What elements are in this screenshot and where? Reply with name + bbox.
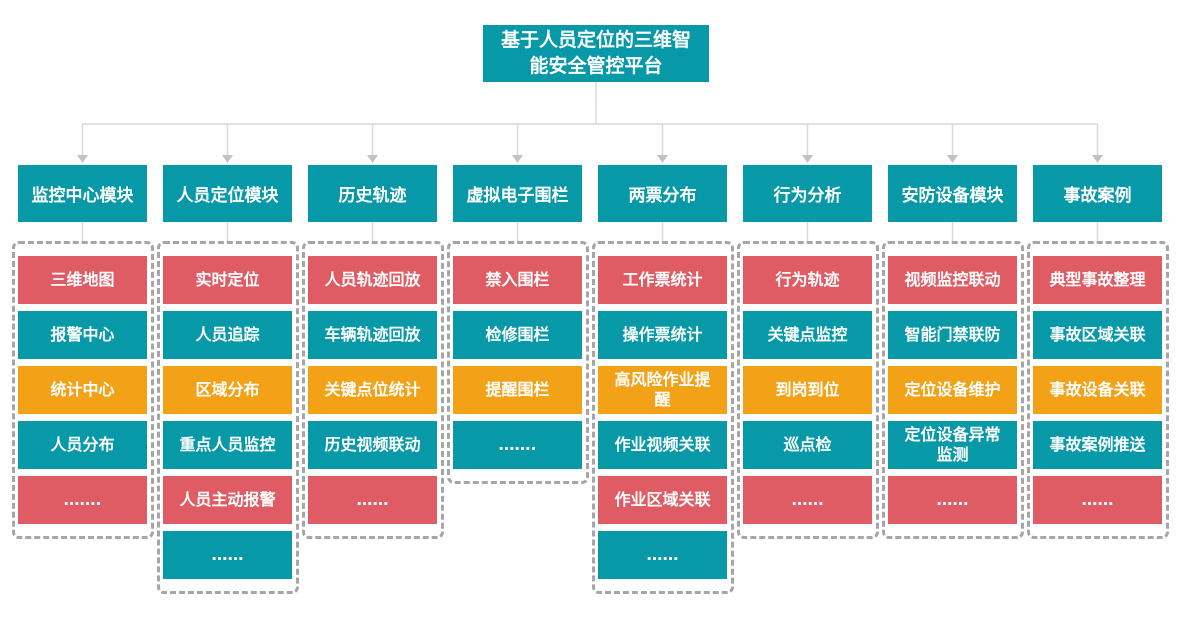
feature-item: 事故设备关联 (1033, 366, 1162, 414)
feature-item: …… (1033, 476, 1162, 524)
module-panel: 视频监控联动 智能门禁联防 定位设备维护 定位设备异常监测 …… (881, 241, 1024, 539)
module-panel: 实时定位 人员追踪 区域分布 重点人员监控 人员主动报警 …… (156, 241, 299, 594)
feature-item: 车辆轨迹回放 (308, 311, 437, 359)
module-panel: 行为轨迹 关键点监控 到岗到位 巡点检 …… (736, 241, 879, 539)
feature-item: 事故案例推送 (1033, 421, 1162, 469)
feature-item: 操作票统计 (598, 311, 727, 359)
diagram-root-node: 基于人员定位的三维智能安全管控平台 (483, 25, 709, 82)
feature-item: 工作票统计 (598, 256, 727, 304)
module-header-1: 人员定位模块 (163, 165, 292, 222)
feature-item: …… (743, 476, 872, 524)
module-column: 人员定位模块 实时定位 人员追踪 区域分布 重点人员监控 人员主动报警 …… (155, 165, 300, 594)
feature-item: ……. (18, 476, 147, 524)
module-panel: 三维地图 报警中心 统计中心 人员分布 ……. (11, 241, 154, 539)
feature-item: 报警中心 (18, 311, 147, 359)
feature-item: …… (888, 476, 1017, 524)
module-header-0: 监控中心模块 (18, 165, 147, 222)
module-column: 历史轨迹 人员轨迹回放 车辆轨迹回放 关键点位统计 历史视频联动 …… (300, 165, 445, 594)
feature-item: 提醒围栏 (453, 366, 582, 414)
module-column: 虚拟电子围栏 禁入围栏 检修围栏 提醒围栏 ……. (445, 165, 590, 594)
module-column: 事故案例 典型事故整理 事故区域关联 事故设备关联 事故案例推送 …… (1025, 165, 1170, 594)
feature-item: 重点人员监控 (163, 421, 292, 469)
diagram-title: 基于人员定位的三维智能安全管控平台 (500, 29, 691, 77)
feature-item: 历史视频联动 (308, 421, 437, 469)
feature-item: 三维地图 (18, 256, 147, 304)
feature-item: 视频监控联动 (888, 256, 1017, 304)
feature-item: …… (163, 531, 292, 579)
feature-item: …… (308, 476, 437, 524)
feature-item: 作业视频关联 (598, 421, 727, 469)
feature-item: 实时定位 (163, 256, 292, 304)
module-header-3: 虚拟电子围栏 (453, 165, 582, 222)
feature-item: 定位设备维护 (888, 366, 1017, 414)
feature-item: 事故区域关联 (1033, 311, 1162, 359)
module-header-2: 历史轨迹 (308, 165, 437, 222)
feature-item: 到岗到位 (743, 366, 872, 414)
module-column: 监控中心模块 三维地图 报警中心 统计中心 人员分布 ……. (10, 165, 155, 594)
feature-item: 检修围栏 (453, 311, 582, 359)
module-column: 两票分布 工作票统计 操作票统计 高风险作业提醒 作业视频关联 作业区域关联 …… (590, 165, 735, 594)
feature-item: 关键点位统计 (308, 366, 437, 414)
module-column: 行为分析 行为轨迹 关键点监控 到岗到位 巡点检 …… (735, 165, 880, 594)
module-panel: 人员轨迹回放 车辆轨迹回放 关键点位统计 历史视频联动 …… (301, 241, 444, 539)
feature-item: 人员分布 (18, 421, 147, 469)
feature-item: 智能门禁联防 (888, 311, 1017, 359)
module-header-4: 两票分布 (598, 165, 727, 222)
feature-item: 行为轨迹 (743, 256, 872, 304)
feature-item: 作业区域关联 (598, 476, 727, 524)
module-header-5: 行为分析 (743, 165, 872, 222)
feature-item: 人员轨迹回放 (308, 256, 437, 304)
feature-item: 统计中心 (18, 366, 147, 414)
module-header-7: 事故案例 (1033, 165, 1162, 222)
feature-item: 人员主动报警 (163, 476, 292, 524)
module-column: 安防设备模块 视频监控联动 智能门禁联防 定位设备维护 定位设备异常监测 …… (880, 165, 1025, 594)
feature-item: 区域分布 (163, 366, 292, 414)
feature-item: 典型事故整理 (1033, 256, 1162, 304)
feature-item: 定位设备异常监测 (888, 421, 1017, 469)
feature-item: 巡点检 (743, 421, 872, 469)
feature-item: 关键点监控 (743, 311, 872, 359)
module-columns: 监控中心模块 三维地图 报警中心 统计中心 人员分布 ……. 人员定位模块 实时… (10, 165, 1170, 594)
feature-item: 人员追踪 (163, 311, 292, 359)
feature-item: 高风险作业提醒 (598, 366, 727, 414)
module-panel: 禁入围栏 检修围栏 提醒围栏 ……. (446, 241, 589, 484)
feature-item: ……. (453, 421, 582, 469)
feature-item: 禁入围栏 (453, 256, 582, 304)
module-header-6: 安防设备模块 (888, 165, 1017, 222)
module-panel: 工作票统计 操作票统计 高风险作业提醒 作业视频关联 作业区域关联 …… (591, 241, 734, 594)
module-panel: 典型事故整理 事故区域关联 事故设备关联 事故案例推送 …… (1026, 241, 1169, 539)
feature-item: …… (598, 531, 727, 579)
